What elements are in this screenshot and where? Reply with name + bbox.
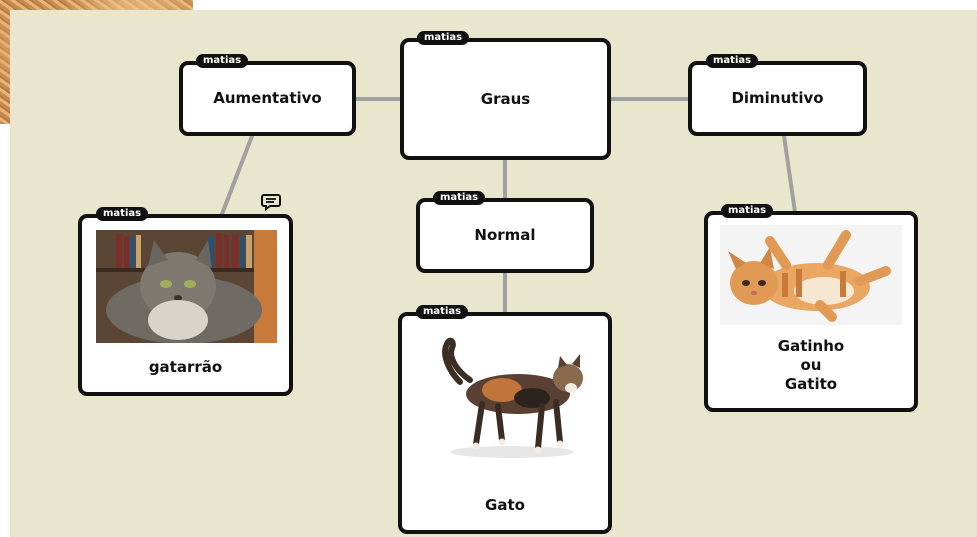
node-gatinho-label-line: Gatinho [777,337,845,355]
kitten-illustration [720,225,902,325]
author-tag: matias [416,305,469,319]
node-gatinho-label: Gatinho ou Gatito [708,337,914,394]
walking-cat-illustration [442,337,583,458]
node-gato-label: Gato [485,496,525,514]
node-aumentativo-label: Aumentativo [213,89,322,107]
node-gatinho-label-line: ou [800,356,822,374]
link-diminutivo-gatinho [782,134,797,214]
gatinho-image [720,225,902,325]
node-gato[interactable]: Gato [398,312,612,534]
author-tag: matias [417,31,470,45]
node-gatinho[interactable]: Gatinho ou Gatito [704,211,918,412]
node-diminutivo-label: Diminutivo [731,89,824,107]
node-normal-label: Normal [474,226,536,244]
node-aumentativo[interactable]: Aumentativo [179,61,356,136]
gatarrao-image [96,230,277,343]
node-gatinho-label-line: Gatito [784,375,838,393]
author-tag: matias [706,54,759,68]
node-gatarrao[interactable]: gatarrão [78,214,293,396]
author-tag: matias [196,54,249,68]
author-tag: matias [721,204,774,218]
node-diminutivo[interactable]: Diminutivo [688,61,867,136]
link-aumentativo-gatarrao [220,134,254,216]
node-graus[interactable]: Graus [400,38,611,160]
node-normal[interactable]: Normal [416,198,594,273]
author-tag: matias [433,191,486,205]
comment-icon[interactable] [261,193,281,215]
node-gatarrao-label: gatarrão [148,358,223,376]
node-graus-label: Graus [480,89,531,108]
author-tag: matias [96,207,149,221]
fluffy-cat-illustration [96,230,277,343]
gato-image [420,332,590,464]
